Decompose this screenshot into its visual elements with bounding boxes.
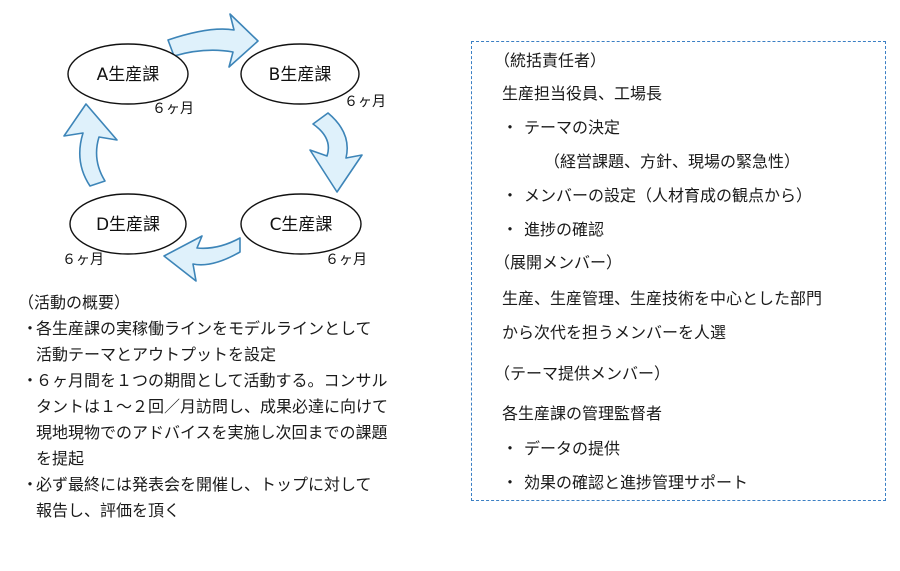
overview-title: （活動の概要） (18, 293, 131, 312)
organization-panel: （統括責任者） 生産担当役員、工場長 ・テーマの決定 （経営課題、方針、現場の緊… (471, 41, 886, 501)
section-d-node: D生産課 ６ヶ月 (62, 193, 187, 268)
responsible-duty-note: （経営課題、方針、現場の緊急性） (544, 152, 801, 171)
overview-item: ・ ６ヶ月間を１つの期間として活動する。コンサル タントは１～２回／月訪問し、成… (22, 368, 472, 472)
theme-providers-duty: ・データの提供 (502, 435, 620, 459)
responsible-duty: ・テーマの決定 (502, 114, 620, 138)
members-line: から次代を担うメンバーを人選 (502, 323, 727, 342)
bullet-mark: ・ (502, 220, 519, 239)
bullet-mark: ・ (22, 319, 39, 338)
section-a-period: ６ヶ月 (152, 101, 194, 117)
bullet-mark: ・ (502, 473, 519, 492)
overview-item-line: 報告し、評価を頂く (36, 501, 181, 520)
overview-item-line: ６ヶ月間を１つの期間として活動する。コンサル (36, 371, 388, 390)
production-cycle-diagram: A生産課 ６ヶ月 B生産課 ６ヶ月 C生産課 ６ヶ月 D生産課 ６ヶ月 (62, 13, 386, 282)
arrow-a-to-b (167, 13, 259, 68)
activity-overview: （活動の概要） ・ 各生産課の実稼働ラインをモデルラインとして 活動テーマとアウ… (18, 290, 472, 524)
arrow-c-to-d (163, 235, 241, 282)
arrow-b-to-c (309, 112, 363, 193)
bullet-mark: ・ (502, 439, 519, 458)
bullet-mark: ・ (502, 186, 519, 205)
members-heading: （展開メンバー） (494, 253, 623, 272)
section-a-label: A生産課 (97, 65, 160, 85)
responsible-duty: ・進捗の確認 (502, 216, 604, 240)
members-line: 生産、生産管理、生産技術を中心とした部門 (502, 289, 823, 308)
overview-item-line: 活動テーマとアウトプットを設定 (36, 345, 277, 364)
responsible-persons: 生産担当役員、工場長 (502, 84, 663, 103)
overview-item-line: 各生産課の実稼働ラインをモデルラインとして (36, 319, 372, 338)
bullet-mark: ・ (22, 371, 39, 390)
bullet-mark: ・ (502, 118, 519, 137)
bullet-mark: ・ (22, 475, 39, 494)
arrow-d-to-a (63, 103, 118, 187)
section-a-node: A生産課 ６ヶ月 (67, 43, 194, 117)
responsible-heading: （統括責任者） (494, 51, 607, 70)
overview-item-line: 現地現物でのアドバイスを実施し次回までの課題 (36, 423, 388, 442)
responsible-duty: ・メンバーの設定（人材育成の観点から） (502, 182, 812, 206)
section-d-label: D生産課 (96, 215, 160, 235)
section-d-period: ６ヶ月 (62, 252, 104, 268)
section-c-node: C生産課 ６ヶ月 (240, 193, 367, 268)
section-b-node: B生産課 ６ヶ月 (240, 43, 386, 110)
theme-providers-persons: 各生産課の管理監督者 (502, 404, 663, 423)
section-c-period: ６ヶ月 (325, 252, 367, 268)
theme-providers-duty: ・効果の確認と進捗管理サポート (502, 469, 748, 493)
section-b-period: ６ヶ月 (344, 94, 386, 110)
overview-item-line: を提起 (36, 449, 85, 468)
overview-item: ・ 各生産課の実稼働ラインをモデルラインとして 活動テーマとアウトプットを設定 (22, 316, 472, 368)
overview-item: ・ 必ず最終には発表会を開催し、トップに対して 報告し、評価を頂く (22, 472, 472, 524)
overview-item-line: タントは１～２回／月訪問し、成果必達に向けて (36, 397, 389, 416)
section-c-label: C生産課 (270, 215, 333, 235)
section-b-label: B生産課 (269, 65, 332, 85)
theme-providers-heading: （テーマ提供メンバー） (494, 364, 671, 383)
overview-item-line: 必ず最終には発表会を開催し、トップに対して (36, 475, 372, 494)
